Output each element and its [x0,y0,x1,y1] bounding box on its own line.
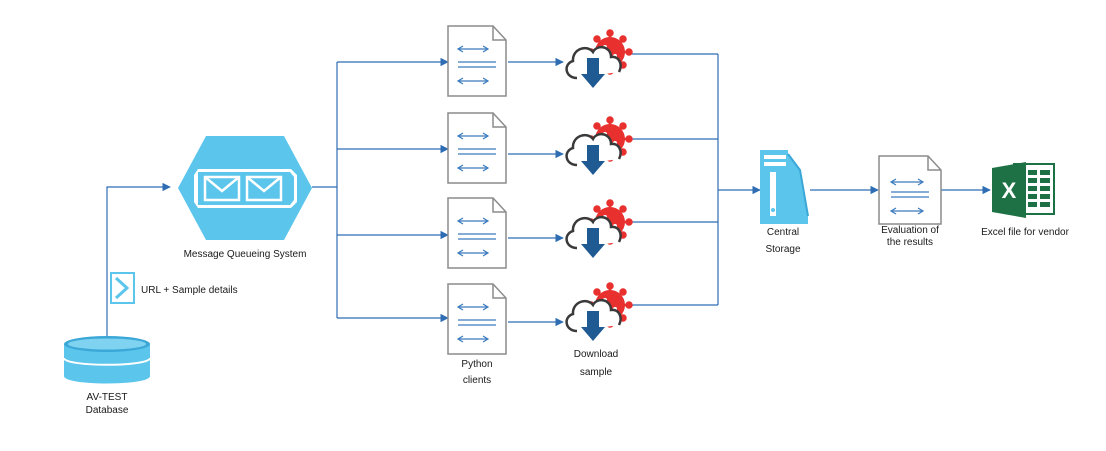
mail-hexagon-icon [178,136,312,240]
download-label: Download sample [556,347,636,380]
download-label-line2: sample [579,366,613,378]
clients-label-line2: clients [462,374,492,386]
storage-label-line2: Storage [765,243,801,255]
evaluation-label: Evaluation of the results [868,225,952,249]
code-document-icon [447,197,507,269]
code-document-icon [447,112,507,184]
connectors [106,53,991,336]
cloud-download-virus-icon [565,29,633,88]
database-icon [63,336,151,384]
database-label-line1: AV-TEST [86,392,128,403]
code-document-icon [878,155,942,225]
excel-label: Excel file for vendor [981,227,1069,238]
code-document-icon [447,283,507,355]
connector-database-queue [106,182,171,336]
database-label-line2: Database [85,404,129,416]
cloud-download-virus-icon [565,199,633,258]
excel-file-icon: X [992,162,1055,218]
storage-server-icon [760,150,809,224]
code-document-icon [447,25,507,97]
evaluation-label-line1: Evaluation of [881,225,939,236]
clients-label: Python clients [442,357,512,388]
download-label-line1: Download [573,349,619,360]
queue-label: Message Queueing System [183,249,307,260]
database-label: AV-TEST Database [72,390,142,418]
excel-letter: X [1002,178,1017,203]
cloud-download-virus-icon [565,116,633,175]
evaluation-label-line2: the results [886,237,934,248]
storage-label-line1: Central [766,227,800,238]
storage-label: Central Storage [748,225,818,257]
cloud-download-virus-icon [565,282,633,341]
envelope-chevron-icon [110,272,135,304]
clients-label-line1: Python [461,359,493,370]
message-note-label: URL + Sample details [141,285,238,296]
